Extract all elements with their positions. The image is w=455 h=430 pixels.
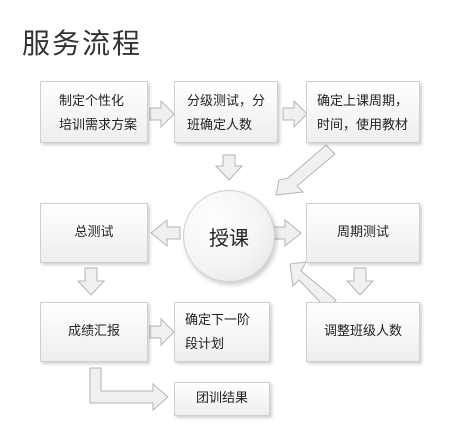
arrow-test-to-center [214,154,244,181]
step-plan: 制定个性化 培训需求方案 [40,81,148,143]
step-report: 成绩汇报 [40,302,148,362]
step-result: 团训结果 [174,382,270,416]
teaching-circle: 授课 [183,190,275,282]
arrow-test-to-schedule [282,99,308,129]
step-period-test: 周期测试 [306,203,420,263]
step-adjust: 调整班级人数 [306,302,420,362]
step-final-test: 总测试 [40,203,148,263]
step-schedule-line2: 时间，使用教材 [317,118,409,133]
arrow-report-to-result [89,367,169,412]
step-report-label: 成绩汇报 [67,324,120,339]
page-title: 服务流程 [22,27,143,60]
arrow-report-to-next [149,317,175,347]
step-final-test-label: 总测试 [74,225,114,240]
arrow-period-to-adjust [345,267,375,296]
step-plan-line2: 培训需求方案 [59,118,138,133]
step-test-group: 分级测试，分 班确定人数 [174,81,278,143]
step-next-plan: 确定下一阶 段计划 [174,302,270,362]
arrow-center-to-period [271,218,302,248]
arrow-schedule-to-center [275,144,336,196]
step-test-group-line2: 班确定人数 [187,118,253,133]
step-period-test-label: 周期测试 [336,225,389,240]
step-schedule: 确定上课周期， 时间，使用教材 [306,81,420,143]
arrow-center-to-final [150,218,181,248]
step-next-plan-line1: 确定下一阶 [185,313,251,328]
arrow-plan-to-test [149,99,175,129]
step-test-group-line1: 分级测试，分 [187,94,266,109]
arrow-final-to-report [76,267,106,296]
step-result-label: 团训结果 [195,391,248,406]
step-adjust-label: 调整班级人数 [323,324,402,339]
step-next-plan-line2: 段计划 [185,337,225,352]
step-plan-line1: 制定个性化 [59,94,125,109]
step-schedule-line1: 确定上课周期， [317,94,409,109]
